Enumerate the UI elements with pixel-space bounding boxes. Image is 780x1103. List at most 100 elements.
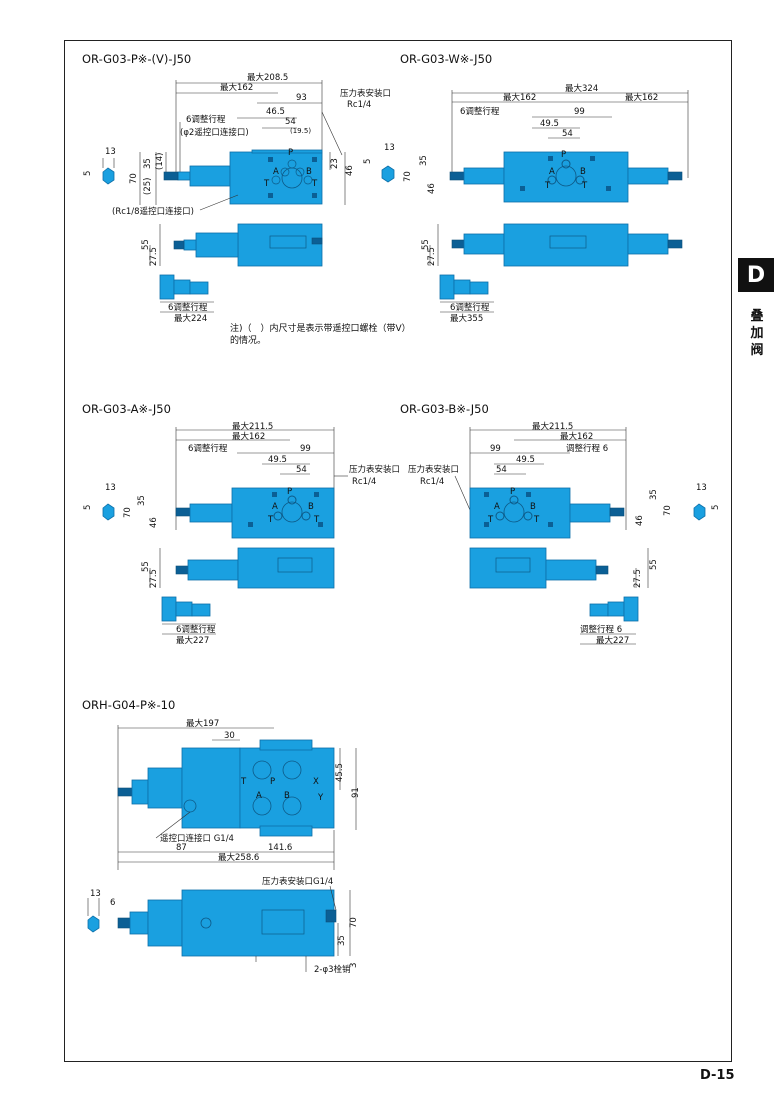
model-title-3: OR-G03-A※-J50 [82,402,171,416]
dim-25: (25) [143,178,153,195]
dim-max-208: 最大208.5 [247,72,288,83]
a-dim-55: 55 [141,561,151,572]
port-a: A [273,167,279,177]
a-gauge-rc: Rc1/4 [352,477,376,487]
a-dim-5: 5 [83,505,93,510]
port-t1: T [263,179,270,189]
h-pin-label: 2-φ3栓销 [314,964,351,975]
w-dim-adjust: 6调整行程 [460,106,500,117]
b-dim-54: 54 [496,465,507,475]
b-port-p: P [510,487,515,497]
h-dim-35: 35 [337,935,347,946]
a-dim-99: 99 [300,444,311,454]
b-dim-70: 70 [663,505,673,516]
h-dim-max-258: 最大258.6 [218,852,259,863]
a-dim-max-211: 最大211.5 [232,421,273,432]
dim-max-162: 最大162 [220,82,253,93]
port-b: B [306,167,312,177]
h-port-p: P [270,777,275,787]
page-number: D-15 [700,1068,735,1083]
gauge-rc: Rc1/4 [347,100,371,110]
w-port-b: B [580,167,586,177]
gauge-port-label: 压力表安装口 [340,88,391,99]
b-dim-adjust-2: 调整行程 6 [580,624,622,635]
b-dim-5: 5 [711,505,721,510]
b-dim-13: 13 [696,483,707,493]
w-dim-5: 5 [363,159,373,164]
a-port-t1: T [267,515,274,525]
dim-adjust: 6调整行程 [186,114,226,125]
b-dim-max-211: 最大211.5 [532,421,573,432]
dim-13: 13 [105,147,116,157]
w-dim-55: 55 [421,239,431,250]
model-title-2: OR-G03-W※-J50 [400,52,493,66]
w-dim-27-5: 27.5 [427,247,437,266]
b-dim-46: 46 [635,515,645,526]
model-title-4: OR-G03-B※-J50 [400,402,489,416]
b-dim-adjust: 调整行程 6 [566,443,608,454]
section-tab: D [738,258,774,292]
w-port-p: P [561,150,566,160]
h-port-x: X [313,777,319,787]
a-dim-13: 13 [105,483,116,493]
b-port-a: A [494,502,500,512]
b-port-b: B [530,502,536,512]
footnote: 注)（ ）内尺寸是表示带遥控口螺栓（带V） 的情况。 [230,324,411,346]
dim-pilot: (φ2遥控口连接口) [180,127,249,138]
dim-35: 35 [143,158,153,169]
h-dim-87: 87 [176,843,187,853]
a-dim-adjust-2: 6调整行程 [176,624,216,635]
dim-46: 46 [345,165,355,176]
h-port-t: T [240,777,247,787]
w-dim-max-324: 最大324 [565,83,598,94]
b-dim-49-5: 49.5 [516,455,535,465]
w-dim-54: 54 [562,129,573,139]
b-port-t1: T [487,515,494,525]
h-dim-13: 13 [90,889,101,899]
w-dim-70: 70 [403,171,413,182]
model-title-1: OR-G03-P※-(V)-J50 [82,52,192,66]
dim-23: 23 [330,158,340,169]
a-port-t2: T [313,515,320,525]
h-dim-141-6: 141.6 [268,843,292,853]
dim-max-224: 最大224 [174,313,207,324]
w-port-a: A [549,167,555,177]
h-dim-3: 3 [349,963,359,968]
b-dim-99: 99 [490,444,501,454]
a-dim-35: 35 [137,495,147,506]
dim-55: 55 [141,239,151,250]
w-dim-adjust-2: 6调整行程 [450,302,490,313]
a-dim-adjust: 6调整行程 [188,443,228,454]
dim-adjust-2: 6调整行程 [168,302,208,313]
w-dim-35: 35 [419,155,429,166]
b-dim-max-227: 最大227 [596,635,629,646]
w-port-t2: T [581,181,588,191]
h-port-y: Y [317,793,324,803]
dim-93: 93 [296,93,307,103]
dim-46-5: 46.5 [266,107,285,117]
section-name: 叠加阀 [750,309,764,358]
a-dim-27-5: 27.5 [149,569,159,588]
w-dim-13: 13 [384,143,395,153]
b-dim-35: 35 [649,489,659,500]
h-dim-max-197: 最大197 [186,718,219,729]
w-dim-max-355: 最大355 [450,313,483,324]
w-dim-max-l: 最大162 [503,92,536,103]
port-p: P [288,148,293,158]
a-port-p: P [287,487,292,497]
model-title-5: ORH-G04-P※-10 [82,698,176,712]
h-dim-91: 91 [351,787,361,798]
b-dim-55: 55 [649,559,659,570]
b-gauge-label: 压力表安装口 [408,464,459,475]
dim-70: 70 [129,173,139,184]
a-dim-54: 54 [296,465,307,475]
b-dim-27-5: 27.5 [633,569,643,588]
a-port-a: A [272,502,278,512]
a-dim-46: 46 [149,517,159,528]
dim-5: 5 [83,171,93,176]
